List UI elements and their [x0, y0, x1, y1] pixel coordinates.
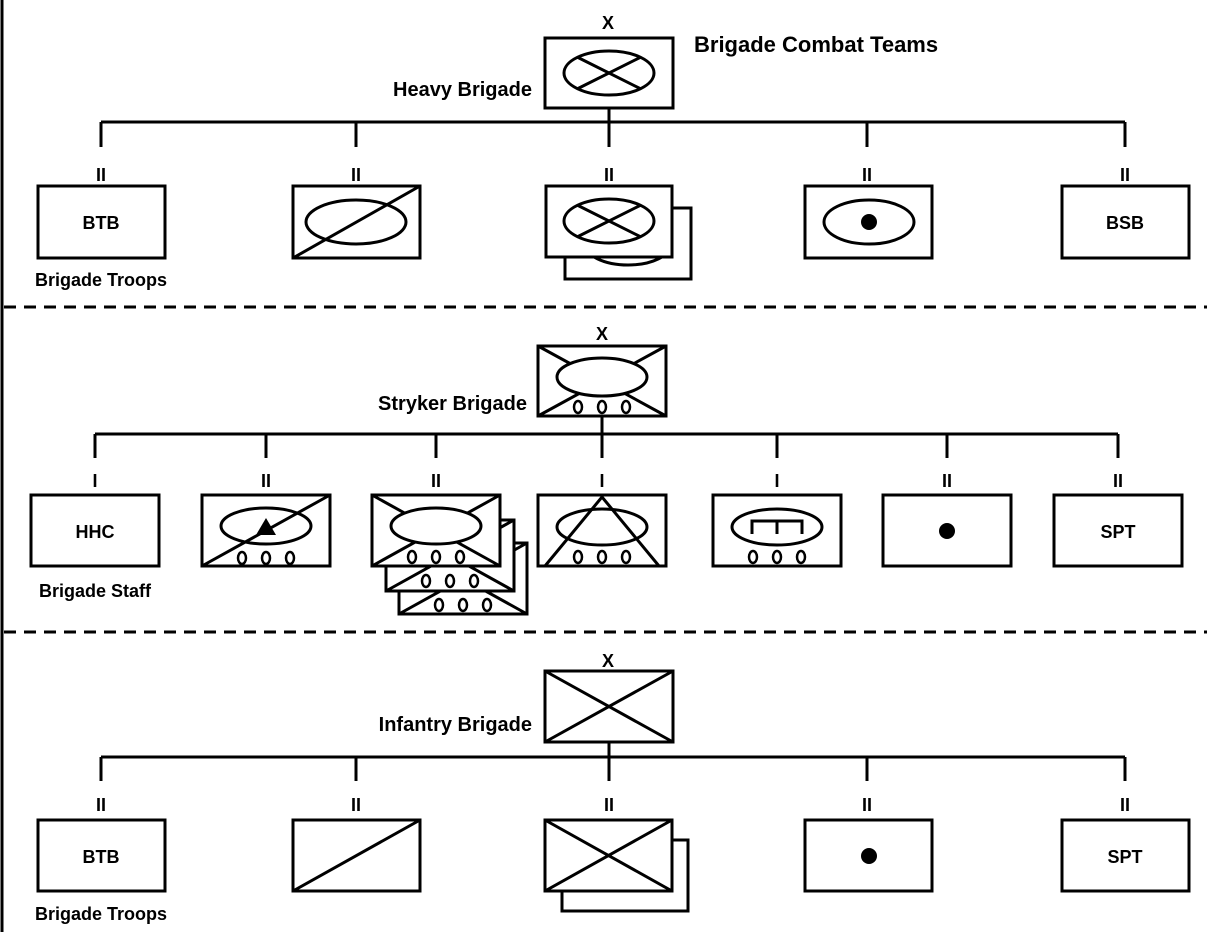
stryker-inf-wheel-2	[430, 549, 442, 565]
stryker-infantry-symbol	[370, 493, 529, 616]
stryker-antitank-chevron	[543, 494, 661, 567]
stryker-antitank-oval	[555, 507, 649, 547]
stryker-recon-oval	[219, 506, 313, 546]
stryker-spt-symbol	[1052, 493, 1184, 568]
stryker-antitank-wheel-2	[596, 549, 608, 565]
stryker-inf-mid-wheel-3	[468, 573, 480, 589]
infantry-hq-echelon: X	[602, 651, 614, 671]
stryker-inf-wheel-1	[406, 549, 418, 565]
infantry-unit-4-echelon: II	[862, 795, 872, 815]
heavy-bsb-symbol	[1060, 184, 1191, 260]
stryker-inf-back-wheel-1	[433, 597, 445, 613]
heavy-unit-4-echelon: II	[862, 165, 872, 185]
stryker-antitank-wheel-1	[572, 549, 584, 565]
heavy-unit-1-echelon: II	[96, 165, 106, 185]
infantry-cavalry-slash	[292, 818, 421, 893]
heavy-hq-armor-oval	[562, 49, 656, 97]
infantry-unit-1-echelon: II	[96, 795, 106, 815]
heavy-unit-2-echelon: II	[351, 165, 361, 185]
stryker-inf-back-wheel-2	[457, 597, 469, 613]
heavy-fires-oval	[822, 198, 916, 246]
stryker-engineer-symbol	[711, 493, 843, 568]
stryker-hq-wheel-1	[572, 399, 584, 415]
heavy-unit-3-echelon: II	[604, 165, 614, 185]
stryker-recon-symbol	[200, 493, 332, 568]
stryker-inf-mid-wheel-1	[420, 573, 432, 589]
infantry-btb-text: BTB	[83, 847, 120, 867]
stryker-unit-3-echelon: II	[431, 471, 441, 491]
stryker-engineer-wheel-1	[747, 549, 759, 565]
stryker-engineer-wheel-2	[771, 549, 783, 565]
stryker-spt-text: SPT	[1100, 522, 1135, 542]
stryker-inf-mid-wheel-2	[444, 573, 456, 589]
heavy-fires-dot	[861, 214, 877, 230]
stryker-unit-5-echelon: I	[774, 471, 779, 491]
stryker-fires-dot	[939, 523, 955, 539]
infantry-btb-symbol	[36, 818, 167, 893]
infantry-btb-caption: Brigade Troops	[35, 904, 167, 924]
stryker-hhc-text: HHC	[76, 522, 115, 542]
heavy-armor-oval	[304, 198, 408, 246]
stryker-recon-wheel-3	[284, 550, 296, 566]
stryker-recon-wheel-1	[236, 550, 248, 566]
stryker-recon-wheel-2	[260, 550, 272, 566]
stryker-unit-6-echelon: II	[942, 471, 952, 491]
infantry-brigade-section: X Infantry Brigade II II II II II BTB Br…	[35, 651, 1191, 924]
stryker-hhc-symbol	[29, 493, 161, 568]
stryker-antitank-symbol	[536, 493, 668, 568]
infantry-unit-2-echelon: II	[351, 795, 361, 815]
infantry-unit-5-echelon: II	[1120, 795, 1130, 815]
stryker-inf-oval	[389, 506, 483, 546]
stryker-hhc-caption: Brigade Staff	[39, 581, 152, 601]
stryker-hq-echelon: X	[596, 324, 608, 344]
stryker-unit-7-echelon: II	[1113, 471, 1123, 491]
heavy-bsb-text: BSB	[1106, 213, 1144, 233]
infantry-fires-dot	[861, 848, 877, 864]
stryker-hq-label: Stryker Brigade	[378, 393, 527, 415]
stryker-unit-4-echelon: I	[599, 471, 604, 491]
stryker-brigade-section: X Stryker Brigade I II II I I II II HHC …	[29, 324, 1184, 616]
stryker-antitank-wheel-3	[620, 549, 632, 565]
heavy-hq-label: Heavy Brigade	[393, 79, 532, 101]
stryker-inf-back-wheel-3	[481, 597, 493, 613]
heavy-btb-symbol	[36, 184, 167, 260]
stryker-hq-wheel-2	[596, 399, 608, 415]
heavy-cab-symbol	[544, 184, 693, 281]
heavy-hq-echelon: X	[602, 13, 614, 33]
infantry-hq-cross-b	[544, 669, 674, 744]
heavy-btb-text: BTB	[83, 213, 120, 233]
infantry-bn-cross-b	[544, 818, 673, 893]
stryker-recon-triangle	[256, 518, 276, 535]
infantry-battalions-symbol	[543, 818, 690, 913]
heavy-hq-cross-b	[576, 55, 642, 91]
infantry-hq-label: Infantry Brigade	[379, 714, 532, 736]
stryker-unit-1-echelon: I	[92, 471, 97, 491]
stryker-hq-oval	[555, 356, 649, 398]
heavy-unit-5-echelon: II	[1120, 165, 1130, 185]
heavy-armor-slash	[292, 184, 421, 260]
stryker-engineer-wheel-3	[795, 549, 807, 565]
heavy-cab-oval	[562, 197, 656, 245]
stryker-inf-wheel-3	[454, 549, 466, 565]
infantry-spt-symbol	[1060, 818, 1191, 893]
heavy-btb-caption: Brigade Troops	[35, 270, 167, 290]
heavy-cab-cross-b	[576, 203, 642, 239]
diagram-title: Brigade Combat Teams	[694, 32, 938, 57]
infantry-unit-3-echelon: II	[604, 795, 614, 815]
stryker-hq-wheel-3	[620, 399, 632, 415]
heavy-brigade-section: X Heavy Brigade II II II II II BTB Briga…	[35, 13, 1191, 290]
stryker-unit-2-echelon: II	[261, 471, 271, 491]
stryker-engineer-oval	[730, 507, 824, 547]
infantry-spt-text: SPT	[1107, 847, 1142, 867]
